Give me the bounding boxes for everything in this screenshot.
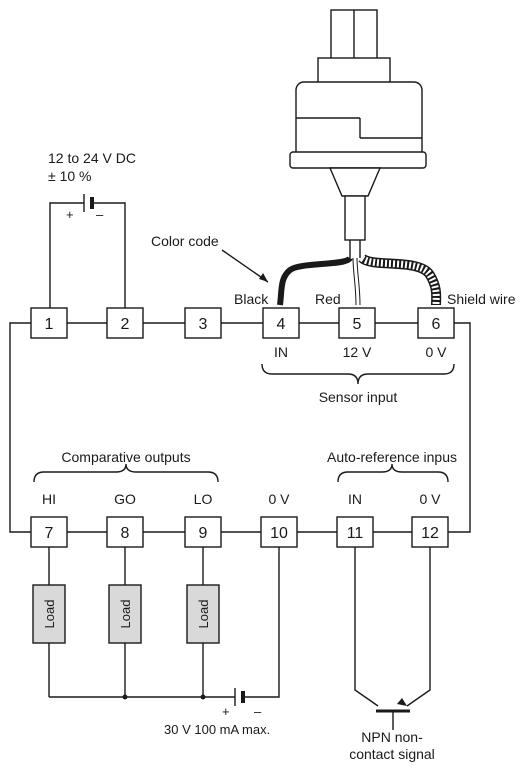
label-0v-autoref: 0 V — [419, 491, 441, 507]
load-1-label: Load — [42, 600, 57, 629]
load-supply-minus: – — [254, 704, 262, 719]
sensor-terminal-in: IN — [274, 344, 288, 360]
color-code-label: Color code — [151, 233, 219, 249]
terminal-11-number: 11 — [347, 525, 364, 542]
load-supply-plus: + — [222, 704, 230, 719]
terminal-1-number: 1 — [45, 316, 54, 333]
label-in-autoref: IN — [348, 491, 362, 507]
terminal-10-number: 10 — [270, 525, 288, 542]
npn-transistor: NPN non- contact signal — [349, 547, 435, 762]
terminal-7-number: 7 — [45, 525, 54, 542]
label-lo: LO — [194, 491, 213, 507]
terminal-6 — [417, 307, 455, 339]
top-terminal-row: 1 2 3 4 5 6 — [9, 307, 471, 533]
transistor-emitter-arrow — [397, 698, 407, 706]
color-code-leader — [221, 249, 269, 283]
power-voltage: 12 to 24 V DC — [48, 150, 136, 166]
power-minus: – — [96, 207, 104, 222]
npn-label-line2: contact signal — [349, 746, 435, 762]
black-wire — [277, 255, 353, 306]
terminal-7 — [30, 516, 68, 548]
sensor-terminal-12v: 12 V — [343, 344, 372, 360]
comparative-outputs-label: Comparative outputs — [61, 449, 190, 465]
loads: Load Load Load + – 30 V 100 mA max. — [32, 547, 280, 737]
npn-label-line1: NPN non- — [361, 729, 423, 745]
terminal-5 — [338, 307, 376, 339]
auto-reference-label: Auto-reference inpus — [327, 449, 457, 465]
terminal-8 — [106, 516, 144, 548]
sensor-wires — [277, 253, 442, 306]
sensor-neck — [317, 57, 391, 85]
terminal-12 — [411, 516, 449, 548]
sensor-base-flange — [289, 151, 427, 169]
sensor-head — [289, 9, 427, 258]
sensor-terminal-0v: 0 V — [425, 344, 447, 360]
terminal-9-number: 9 — [199, 525, 208, 542]
terminal-4 — [262, 307, 300, 339]
label-hi: HI — [42, 491, 56, 507]
terminal-3 — [184, 307, 222, 339]
sensor-body — [295, 81, 423, 161]
bottom-terminal-row: 7 8 9 10 11 12 — [30, 516, 449, 548]
sensor-strain-relief — [328, 167, 382, 197]
terminal-8-number: 8 — [121, 525, 130, 542]
terminal-2-number: 2 — [121, 316, 130, 333]
wire-label-red: Red — [315, 291, 341, 307]
sensor-cable-sheath — [344, 195, 366, 241]
terminal-4-number: 4 — [277, 316, 286, 333]
terminal-11 — [336, 516, 374, 548]
shield-wire — [358, 253, 442, 306]
load-supply-spec: 30 V 100 mA max. — [164, 722, 270, 737]
power-supply: 12 to 24 V DC ± 10 % + – — [48, 150, 136, 308]
power-tolerance: ± 10 % — [48, 168, 91, 184]
terminal-6-number: 6 — [432, 316, 441, 333]
wire-label-black: Black — [234, 291, 269, 307]
terminal-5-number: 5 — [353, 316, 362, 333]
terminal-12-number: 12 — [421, 525, 439, 542]
terminal-10 — [260, 516, 298, 548]
terminal-3-number: 3 — [199, 316, 208, 333]
left-return-wire — [9, 322, 31, 533]
terminal-1 — [30, 307, 68, 339]
load-2-label: Load — [118, 600, 133, 629]
sensor-input-label: Sensor input — [319, 389, 398, 405]
wire-label-shield: Shield wire — [447, 291, 516, 307]
terminal-9 — [184, 516, 222, 548]
terminal-2 — [106, 307, 144, 339]
label-0v-output: 0 V — [268, 491, 290, 507]
power-plus: + — [66, 207, 74, 222]
load-3 — [186, 584, 220, 644]
load-3-label: Load — [196, 600, 211, 629]
load-1 — [32, 584, 66, 644]
right-return-wire — [448, 322, 471, 533]
sensor-input-brace — [261, 363, 455, 385]
label-go: GO — [114, 491, 136, 507]
comparative-outputs-brace — [33, 463, 219, 483]
auto-reference-brace — [337, 463, 449, 483]
